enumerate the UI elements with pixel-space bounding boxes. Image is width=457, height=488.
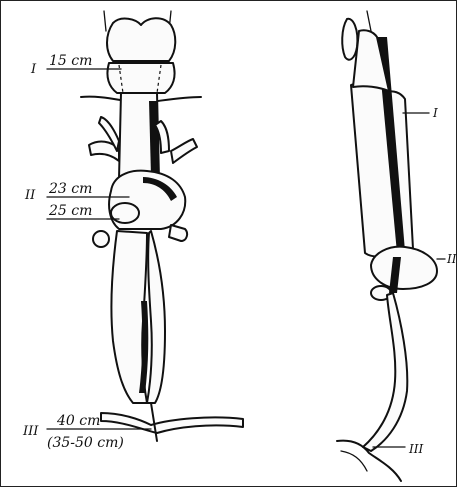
pharynx-top xyxy=(342,19,357,60)
lateral-level-II-marker: II xyxy=(437,252,457,266)
right-subclavian-vessel xyxy=(171,139,197,163)
lateral-level-I-numeral: I xyxy=(432,106,438,120)
level-II-distance-a: 23 cm xyxy=(48,181,92,197)
left-figure-anterior-view: I 15 cm II 23 cm 25 cm III 40 cm (35-50 … xyxy=(22,11,243,451)
level-I-numeral: I xyxy=(30,62,37,77)
level-I-distance: 15 cm xyxy=(49,53,92,69)
lateral-lower-esophagus xyxy=(363,293,407,451)
diaphragm xyxy=(101,413,243,433)
cricoid-cartilage xyxy=(107,63,174,93)
lateral-level-II-numeral: II xyxy=(446,252,457,266)
thyroid-cartilage xyxy=(107,18,175,61)
right-bronchus xyxy=(169,225,187,241)
descending-aorta xyxy=(147,231,165,403)
neck-line-left xyxy=(104,11,106,31)
level-III-numeral: III xyxy=(22,424,39,439)
left-bronchus-branch xyxy=(93,231,109,247)
level-III-range: (35-50 cm) xyxy=(47,435,124,451)
lateral-level-III-numeral: III xyxy=(408,442,423,456)
lateral-level-I-marker: I xyxy=(403,106,438,120)
level-II-distance-b: 25 cm xyxy=(48,203,92,219)
level-II-numeral: II xyxy=(24,188,36,203)
right-figure-lateral-view: I II III xyxy=(337,11,457,481)
left-bronchus xyxy=(111,203,139,223)
lateral-aortic-arch xyxy=(371,247,437,289)
level-III-distance: 40 cm xyxy=(56,413,100,429)
esophagus-distal xyxy=(151,403,157,441)
lateral-diaphragm-inner xyxy=(341,451,367,471)
